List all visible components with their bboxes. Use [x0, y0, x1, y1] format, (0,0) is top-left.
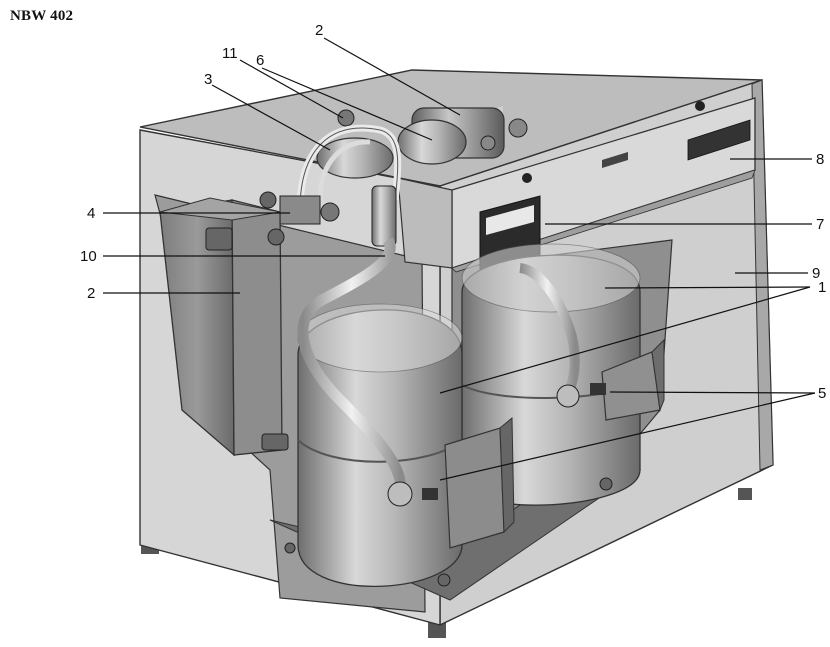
label-2-left: 2: [87, 285, 96, 302]
leader-2-top: [323, 37, 461, 116]
screw: [695, 101, 705, 111]
pipe: [299, 127, 399, 211]
label-7: 7: [816, 216, 825, 233]
compressor-right-top: [461, 243, 641, 313]
fitting: [590, 383, 606, 395]
leader-5a: [609, 391, 816, 394]
suction-pipe: [518, 263, 580, 395]
bolt: [437, 573, 451, 587]
label-1: 1: [818, 279, 827, 296]
model-title: NBW 402: [10, 8, 74, 24]
label-5: 5: [818, 385, 827, 402]
cabinet-edge: [751, 79, 774, 471]
label-8: 8: [816, 151, 825, 168]
sight-glass: [316, 137, 394, 179]
pipe: [317, 139, 371, 201]
fitting: [422, 488, 438, 500]
label-10: 10: [80, 248, 97, 265]
label-4: 4: [87, 205, 96, 222]
connection-port: [261, 433, 289, 451]
bolt: [599, 477, 613, 491]
leader-3: [211, 84, 331, 151]
fitting: [508, 118, 528, 138]
fitting: [259, 191, 277, 209]
valve: [320, 202, 340, 222]
compressor-left-top: [297, 303, 463, 373]
leader-1a: [604, 286, 811, 289]
cabinet-foot: [738, 488, 752, 500]
connection-port: [205, 227, 233, 251]
terminal-box-left-side: [499, 416, 515, 534]
terminal-strip: [687, 119, 751, 161]
screw: [522, 173, 532, 183]
control-box-side: [397, 177, 453, 269]
left-heat-exchanger-top: [159, 197, 281, 221]
label-2-top: 2: [315, 22, 324, 39]
cabinet-foot: [428, 622, 446, 638]
terminal-box-left: [444, 427, 505, 549]
fitting: [267, 228, 285, 246]
valve-block: [279, 195, 321, 225]
fitting: [387, 481, 413, 507]
bolt: [284, 542, 296, 554]
label-3: 3: [204, 71, 213, 88]
leader-6: [261, 67, 433, 141]
leader-lines: [103, 37, 816, 481]
leader-11: [239, 59, 344, 119]
leader-1b: [439, 286, 811, 394]
fitting: [480, 135, 496, 151]
fitting: [556, 384, 580, 408]
suction-pipe: [297, 237, 407, 494]
leader-5b: [439, 392, 816, 481]
top-component: [397, 119, 467, 165]
filter-drier: [371, 185, 397, 247]
label-6: 6: [256, 52, 265, 69]
fitting: [337, 109, 355, 127]
controller-display: [486, 205, 534, 235]
status-window: [602, 152, 628, 168]
label-9: 9: [812, 265, 821, 282]
label-11: 11: [222, 45, 238, 62]
